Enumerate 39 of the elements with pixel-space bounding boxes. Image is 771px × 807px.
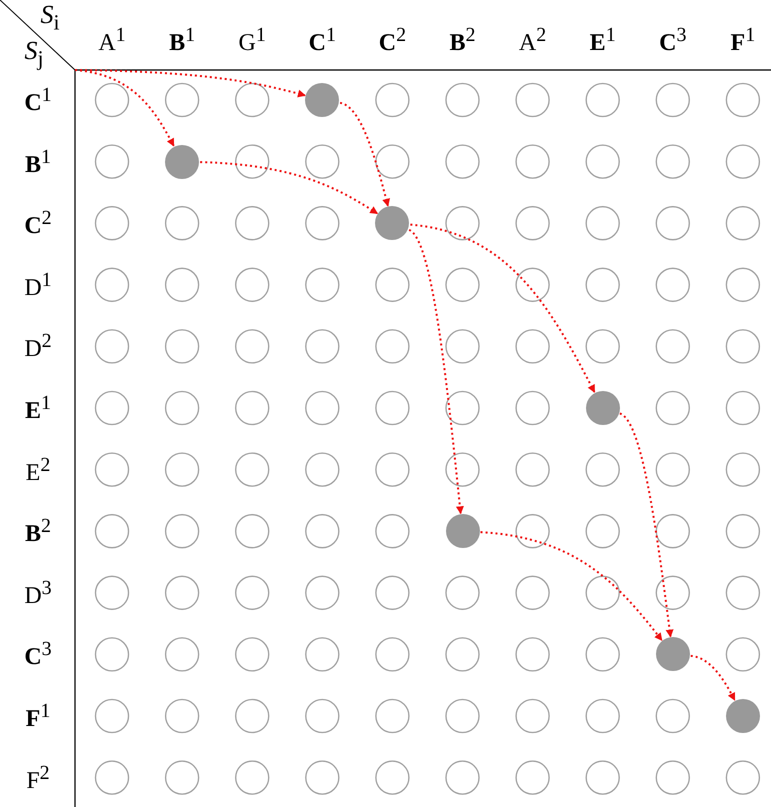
row-header: D$^{3}$ [24,578,52,608]
filled-circle [165,144,200,179]
column-header: F$^{1}$ [730,25,756,55]
arrow [408,229,464,514]
arrow [340,102,390,207]
row-header: F$^{2}$ [26,762,50,793]
arrow [74,69,175,147]
column-header: B$^{2}$ [450,25,476,55]
row-header: B$^{1}$ [25,146,51,177]
axis-label: S$_{j}$ [24,38,44,70]
row-header: D$^{2}$ [24,331,52,362]
column-header: A$^{1}$ [98,25,126,55]
row-header: E$^{2}$ [26,454,50,485]
filled-circle [446,514,480,548]
row-header: D$^{1}$ [24,270,52,300]
row-header: C$^{3}$ [24,639,52,670]
arrow [690,654,736,701]
column-header: C$^{3}$ [659,25,686,55]
row-header: C$^{2}$ [24,208,52,238]
column-header: B$^{1}$ [169,25,196,55]
column-header: G$^{1}$ [238,25,266,55]
row-header: E$^{1}$ [25,393,51,423]
arrow [619,412,674,638]
filled-circle [656,637,690,672]
row-header: F$^{1}$ [26,701,50,731]
filled-circle [726,699,760,733]
row-header: B$^{2}$ [25,516,51,546]
filled-circle [375,206,410,240]
column-header: C$^{1}$ [308,25,336,55]
row-header: C$^{1}$ [24,85,52,115]
axis-label: S$_{i}$ [40,2,60,34]
filled-circle [586,391,620,425]
arrow [200,161,378,214]
column-header: E$^{1}$ [590,25,616,55]
arrow [410,224,596,393]
column-header: C$^{2}$ [378,25,406,55]
column-header: A$^{2}$ [518,25,546,55]
arrow [480,531,663,641]
filled-circle [305,83,340,117]
